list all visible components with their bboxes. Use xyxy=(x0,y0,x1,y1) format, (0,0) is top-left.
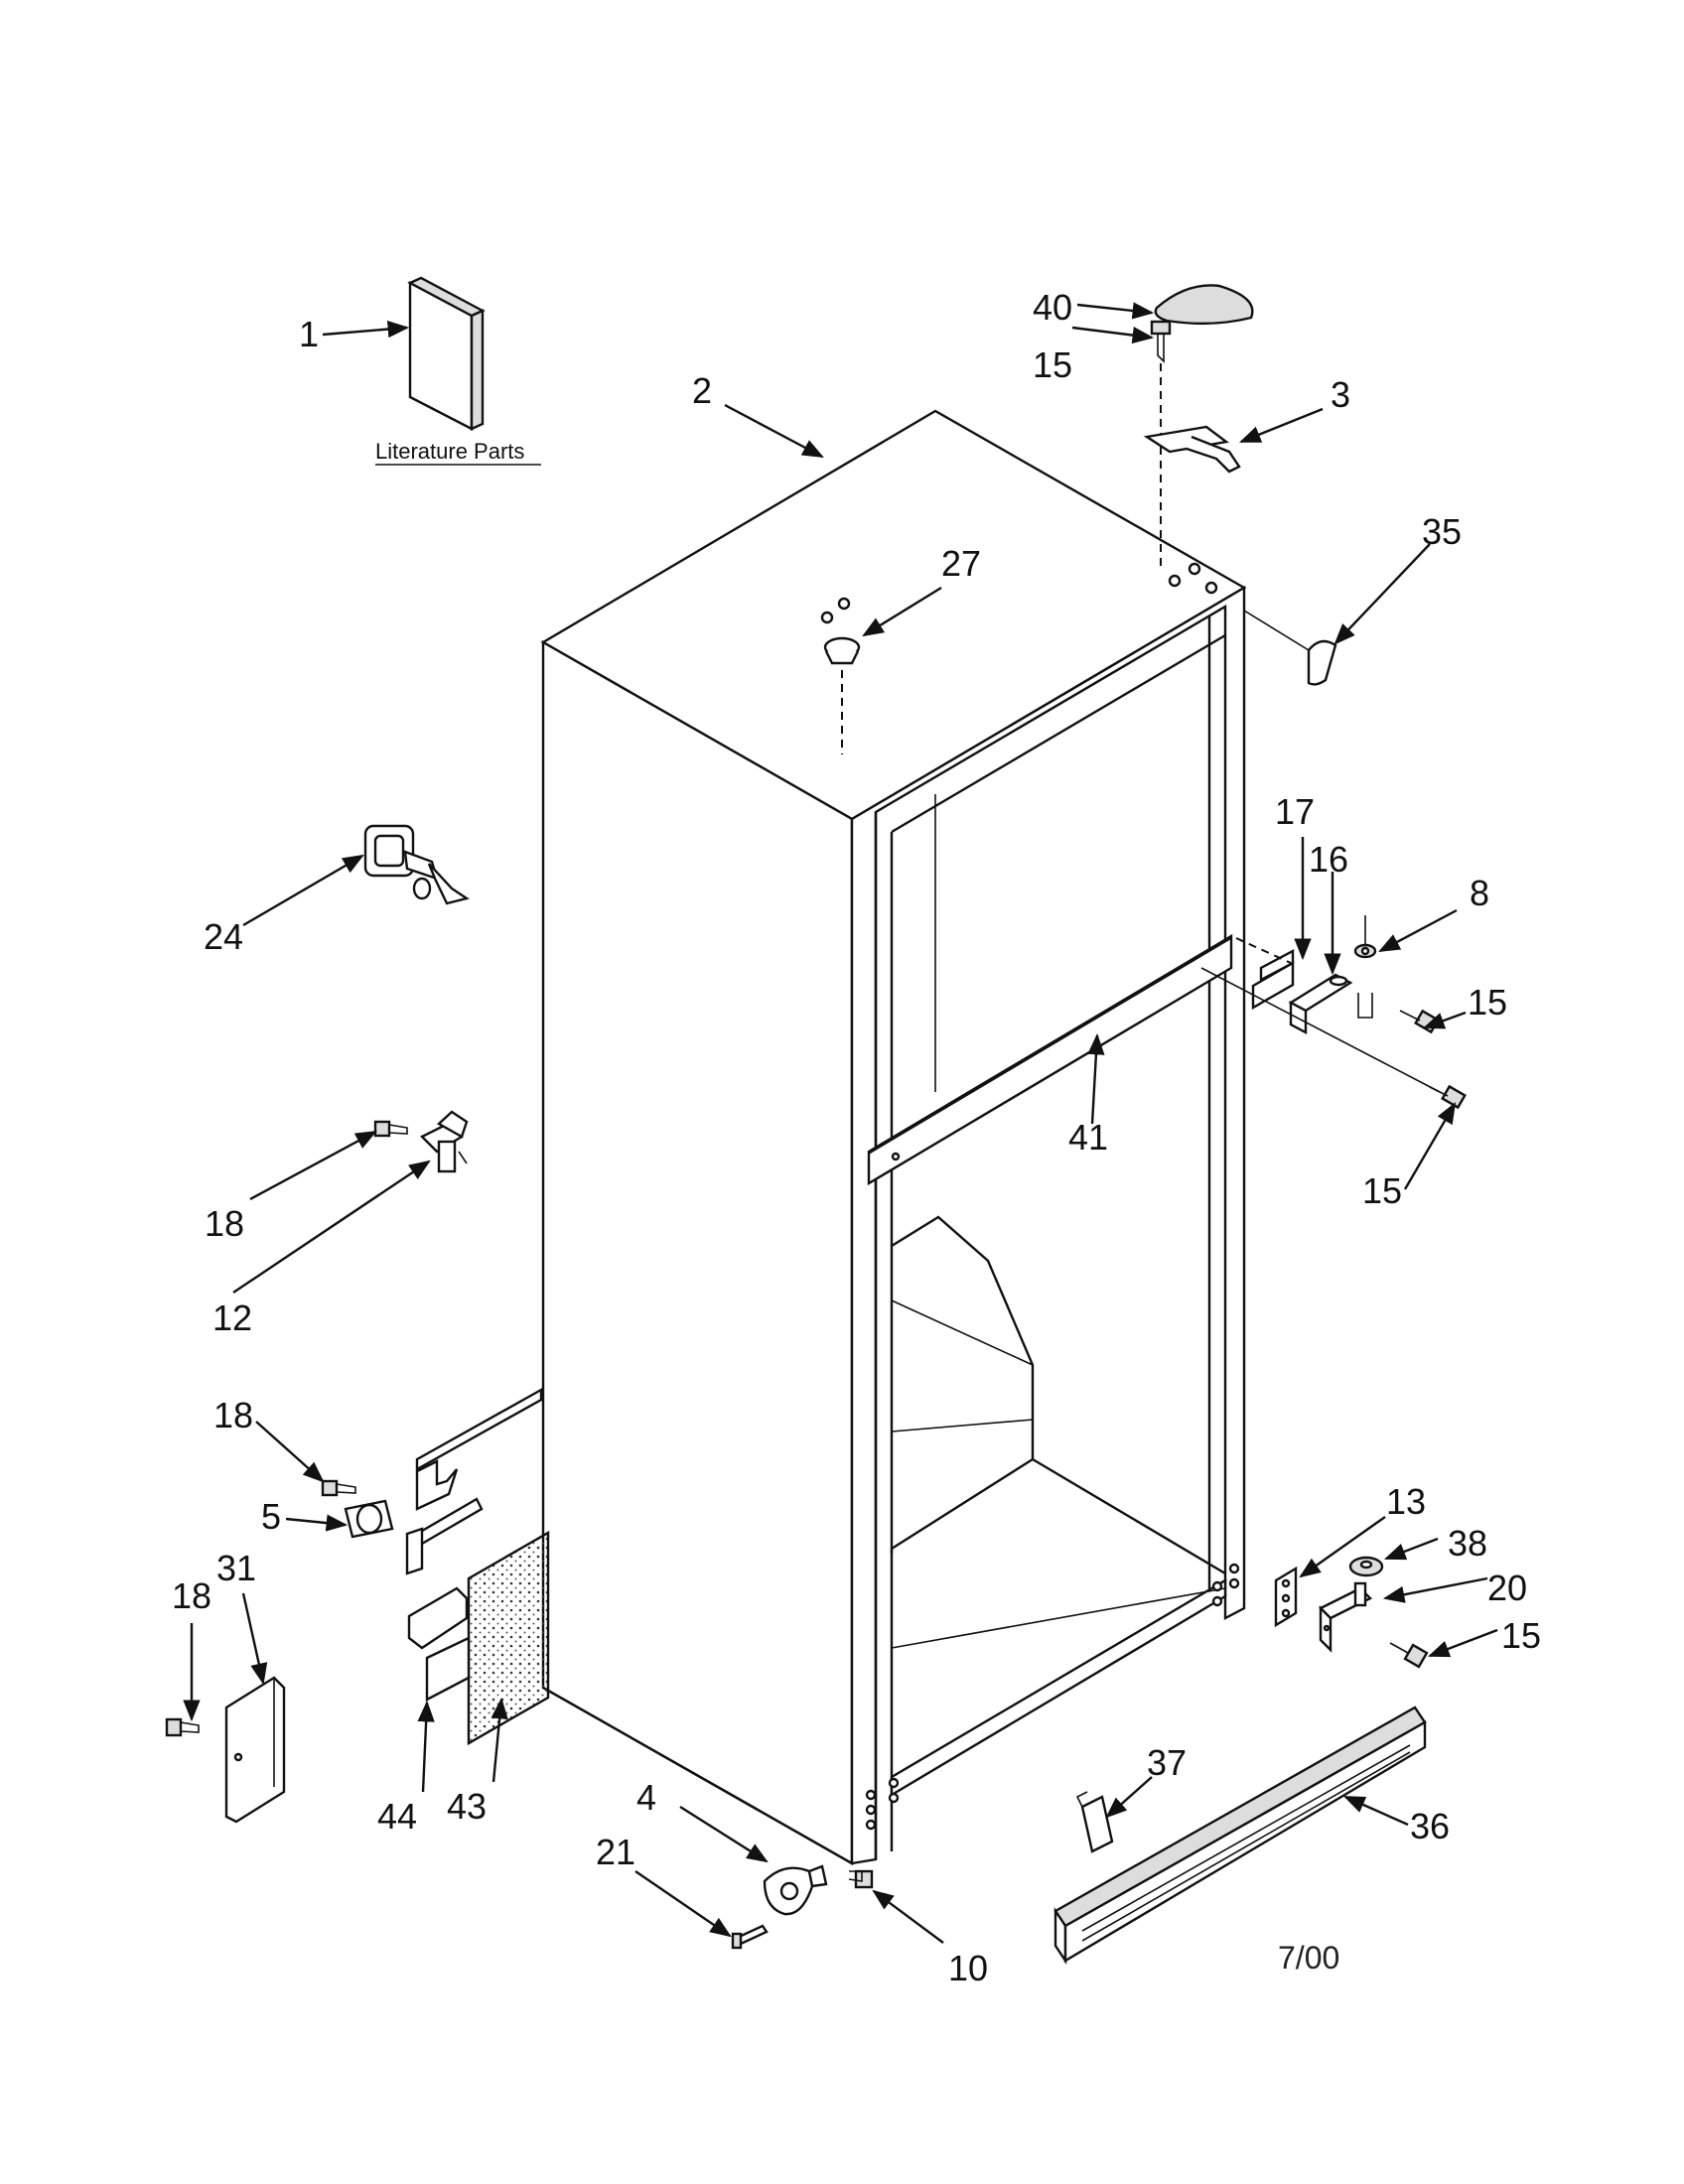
callout-27: 27 xyxy=(941,543,981,584)
callout-20: 20 xyxy=(1487,1568,1527,1608)
door-stop xyxy=(363,824,470,905)
center-hinge-washer xyxy=(1353,915,1377,1019)
hinge-cover-cap xyxy=(1154,284,1254,326)
screw-cover-plate xyxy=(165,1717,200,1737)
upper-left-bracket xyxy=(419,1110,469,1173)
center-hinge-screw-2 xyxy=(1429,1084,1467,1110)
cover-plate xyxy=(224,1676,286,1824)
toe-grille xyxy=(1053,1706,1427,1965)
cabinet xyxy=(540,409,1247,1866)
callout-18-lower: 18 xyxy=(172,1575,211,1616)
lower-bracket-plate xyxy=(425,1636,471,1702)
lower-hinge xyxy=(1318,1581,1373,1653)
callout-18-middle: 18 xyxy=(213,1395,253,1435)
callout-2: 2 xyxy=(692,370,712,411)
callout-17: 17 xyxy=(1275,791,1315,832)
callout-15-lower: 15 xyxy=(1501,1615,1541,1656)
callout-13: 13 xyxy=(1386,1481,1426,1522)
lower-hinge-screw xyxy=(1389,1642,1429,1669)
leader-arrows xyxy=(183,302,1498,1944)
top-hinge xyxy=(1143,425,1241,474)
date-code: 7/00 xyxy=(1278,1940,1339,1976)
center-hinge-screw-1 xyxy=(1399,1009,1440,1034)
callout-1: 1 xyxy=(299,314,319,354)
callout-38: 38 xyxy=(1448,1523,1487,1564)
grille-clip xyxy=(1075,1791,1114,1853)
center-hinge-bracket xyxy=(1288,973,1353,1034)
lower-hinge-bracket xyxy=(405,1387,543,1650)
callout-15-center-lower: 15 xyxy=(1362,1170,1402,1211)
callout-24: 24 xyxy=(204,916,243,957)
leveling-foot xyxy=(763,1864,828,1916)
callout-12: 12 xyxy=(212,1297,252,1338)
callout-18-upper: 18 xyxy=(205,1203,244,1244)
cabinet-plug xyxy=(823,636,861,754)
callout-44: 44 xyxy=(377,1796,417,1837)
hinge-cover xyxy=(1243,610,1337,686)
callout-40: 40 xyxy=(1033,287,1072,328)
screw-lower-left xyxy=(321,1479,356,1497)
callout-37: 37 xyxy=(1147,1742,1187,1783)
literature-booklet xyxy=(407,276,486,431)
callout-15-top: 15 xyxy=(1033,344,1072,385)
screw-upper-left xyxy=(373,1120,408,1138)
callout-10: 10 xyxy=(948,1948,988,1988)
center-hinge-shim xyxy=(1251,949,1295,1011)
top-hinge-screw xyxy=(1150,320,1172,566)
literature-parts-caption: Literature Parts xyxy=(375,439,524,464)
callout-8: 8 xyxy=(1470,873,1489,913)
callout-5: 5 xyxy=(261,1496,281,1537)
callout-4: 4 xyxy=(636,1777,656,1818)
callout-16: 16 xyxy=(1309,839,1348,880)
hinge-clamp xyxy=(344,1499,394,1539)
divider-rail xyxy=(867,933,1233,1186)
hinge-washer xyxy=(1348,1556,1384,1577)
insulation-pad xyxy=(467,1530,550,1746)
callout-35: 35 xyxy=(1422,511,1462,552)
callout-43: 43 xyxy=(447,1786,487,1827)
lower-hinge-shim xyxy=(1274,1566,1298,1628)
callout-21: 21 xyxy=(596,1832,635,1872)
roller-screw xyxy=(848,1869,874,1889)
callout-3: 3 xyxy=(1331,374,1350,415)
callout-36: 36 xyxy=(1410,1806,1450,1846)
leveling-screw xyxy=(731,1924,769,1950)
callout-41: 41 xyxy=(1068,1117,1108,1158)
callout-31: 31 xyxy=(216,1548,256,1588)
callout-15-center: 15 xyxy=(1468,982,1507,1023)
